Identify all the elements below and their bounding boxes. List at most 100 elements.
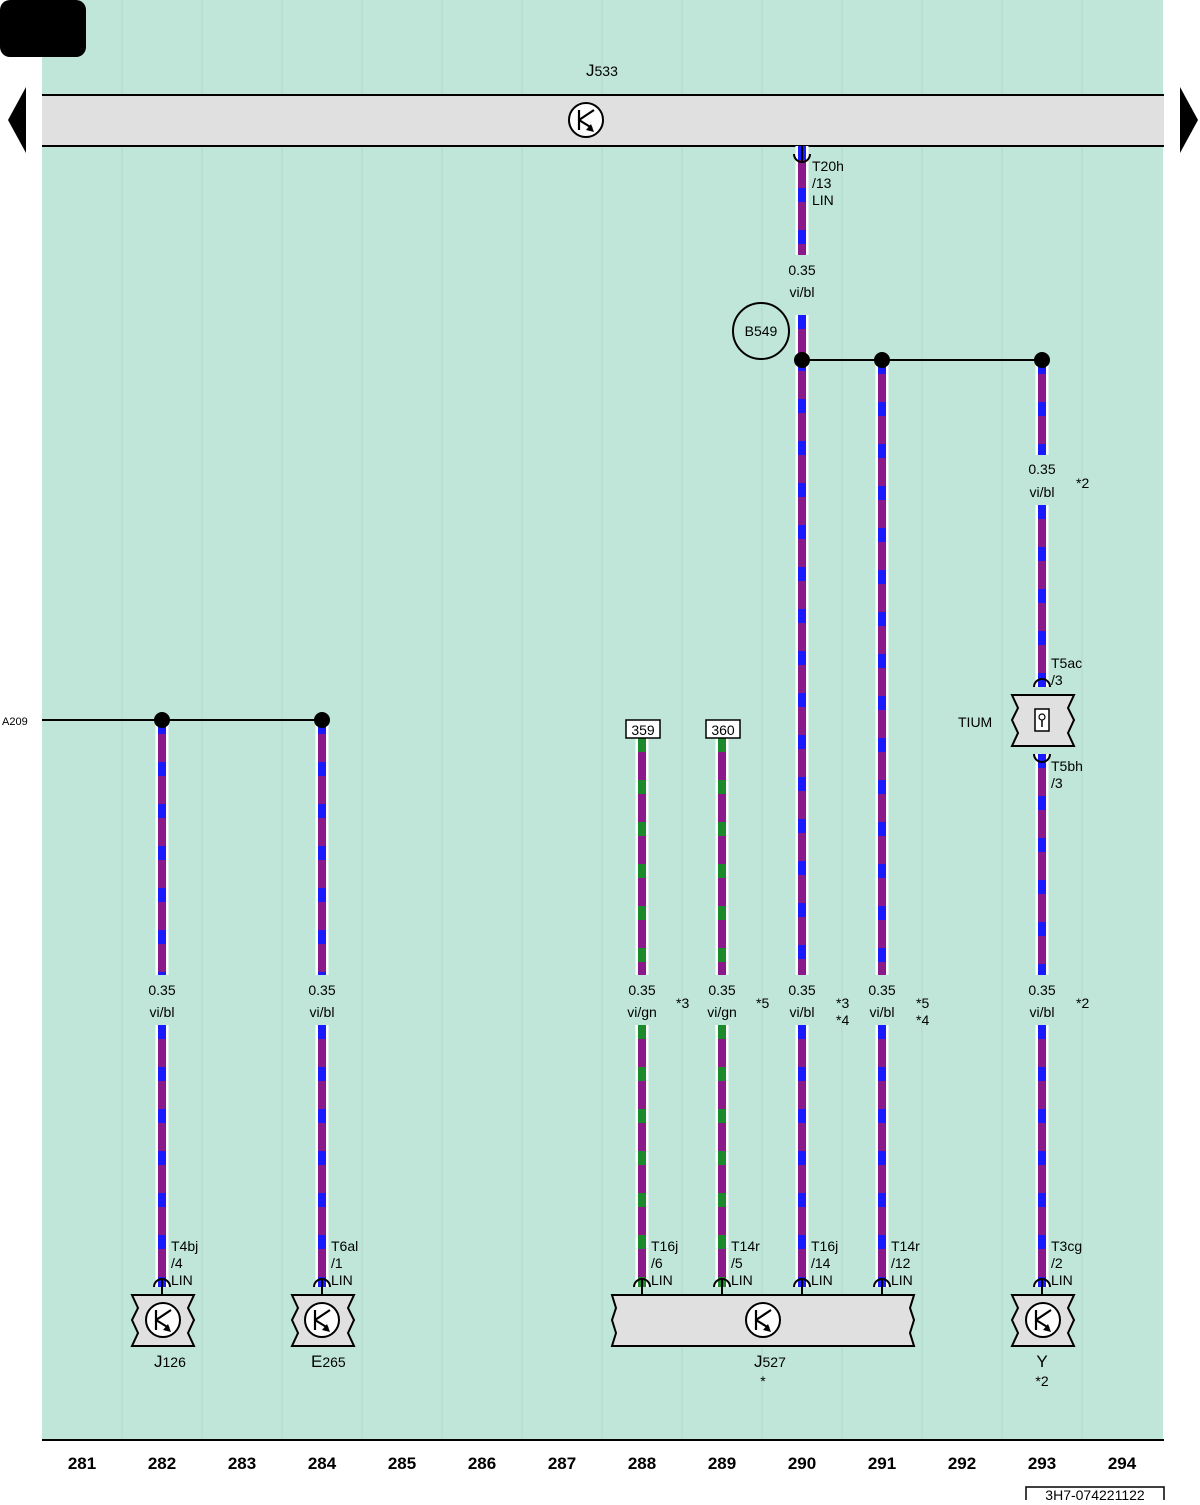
- doc-id: 3H7-074221122: [1045, 1487, 1145, 1500]
- column-number: 289: [708, 1454, 736, 1473]
- column-number: 283: [228, 1454, 256, 1473]
- connector-signal: LIN: [891, 1272, 913, 1288]
- wire-note: *4: [916, 1012, 929, 1028]
- splice-b549: [732, 302, 790, 360]
- wire-note: *3: [836, 995, 849, 1011]
- svg-text:T20h: T20h: [812, 158, 844, 174]
- component-note: *: [760, 1373, 766, 1389]
- wire-gauge: 0.35: [148, 982, 175, 998]
- column-number: 294: [1108, 1454, 1137, 1473]
- junction-dot: [314, 712, 330, 728]
- column-number: 290: [788, 1454, 816, 1473]
- junction-dot: [154, 712, 170, 728]
- connector-signal: LIN: [331, 1272, 353, 1288]
- component-e265: [290, 1294, 356, 1347]
- svg-text:/13: /13: [812, 175, 832, 191]
- component-y: [1010, 1294, 1076, 1347]
- svg-text:LIN: LIN: [812, 192, 834, 208]
- connector-t5bh: T5bh /3: [1033, 753, 1083, 791]
- control-module-icon: [567, 101, 605, 139]
- splice-label: B549: [745, 323, 778, 339]
- tium-label: TIUM: [958, 714, 992, 730]
- wire-color: vi/bl: [1030, 484, 1055, 500]
- wire-gauge: 0.35: [868, 982, 895, 998]
- component-label: J126: [154, 1352, 186, 1371]
- wire-color: vi/bl: [790, 1004, 815, 1020]
- wire-color: vi/bl: [790, 284, 815, 300]
- wire-color: vi/gn: [707, 1004, 737, 1020]
- column-number: 284: [308, 1454, 337, 1473]
- wire-gauge: 0.35: [708, 982, 735, 998]
- component-label: Y: [1036, 1352, 1047, 1371]
- column-number: 286: [468, 1454, 496, 1473]
- wire-gauge: 0.35: [308, 982, 335, 998]
- wire-color: vi/bl: [310, 1004, 335, 1020]
- junction-dot: [794, 352, 810, 368]
- svg-text:T5bh: T5bh: [1051, 758, 1083, 774]
- wire-color: vi/bl: [870, 1004, 895, 1020]
- connector-pin: /12: [891, 1255, 911, 1271]
- connector-signal: LIN: [651, 1272, 673, 1288]
- tium-module: [1010, 694, 1076, 747]
- ref-box-label: 360: [711, 722, 735, 738]
- svg-text:/3: /3: [1051, 775, 1063, 791]
- wire-gauge: 0.35: [788, 982, 815, 998]
- wire-note: *2: [1076, 995, 1089, 1011]
- wire-note: *2: [1076, 475, 1089, 491]
- connector-name: T16j: [811, 1238, 838, 1254]
- wire-gauge: 0.35: [1028, 461, 1055, 477]
- connector-signal: LIN: [171, 1272, 193, 1288]
- column-number: 291: [868, 1454, 896, 1473]
- wire-gauge: 0.35: [1028, 982, 1055, 998]
- connector-pin: /5: [731, 1255, 743, 1271]
- connector-name: T3cg: [1051, 1238, 1082, 1254]
- column-number: 292: [948, 1454, 976, 1473]
- wire-gauge: 0.35: [788, 262, 815, 278]
- column-number: 288: [628, 1454, 656, 1473]
- connector-signal: LIN: [731, 1272, 753, 1288]
- prev-page-arrow-icon[interactable]: [8, 87, 26, 153]
- component-label: E265: [311, 1352, 346, 1371]
- connector-pin: /6: [651, 1255, 663, 1271]
- connector-name: T4bj: [171, 1238, 198, 1254]
- connector-pin: /1: [331, 1255, 343, 1271]
- junction-dot: [1034, 352, 1050, 368]
- connector-t20h: T20h /13 LIN: [793, 146, 844, 208]
- ref-box-360: [705, 719, 741, 739]
- connector-name: T14r: [891, 1238, 920, 1254]
- column-number: 293: [1028, 1454, 1056, 1473]
- connector-pin: /14: [811, 1255, 831, 1271]
- wire-note: *5: [916, 995, 929, 1011]
- component-label: J527: [754, 1352, 786, 1371]
- wires: [155, 146, 1049, 1287]
- wire-note: *3: [676, 995, 689, 1011]
- ref-box-label: 359: [631, 722, 655, 738]
- wire-labels: 0.35vi/blT4bj/4LIN0.35vi/blT6al/1LIN0.35…: [148, 982, 1089, 1295]
- wire-color: vi/gn: [627, 1004, 657, 1020]
- connector-pin: /4: [171, 1255, 183, 1271]
- component-j527: [610, 1294, 916, 1347]
- page-tab: [0, 0, 86, 57]
- svg-text:T5ac: T5ac: [1051, 655, 1082, 671]
- next-page-arrow-icon[interactable]: [1180, 87, 1198, 153]
- bus-label: J533: [586, 61, 618, 80]
- column-number: 287: [548, 1454, 576, 1473]
- connector-signal: LIN: [811, 1272, 833, 1288]
- column-number: 282: [148, 1454, 176, 1473]
- connector-t5ac: T5ac /3: [1033, 655, 1082, 688]
- connector-signal: LIN: [1051, 1272, 1073, 1288]
- component-note: *2: [1035, 1373, 1048, 1389]
- connector-pin: /2: [1051, 1255, 1063, 1271]
- component-j126: [130, 1294, 196, 1347]
- ref-box-359: [625, 719, 661, 739]
